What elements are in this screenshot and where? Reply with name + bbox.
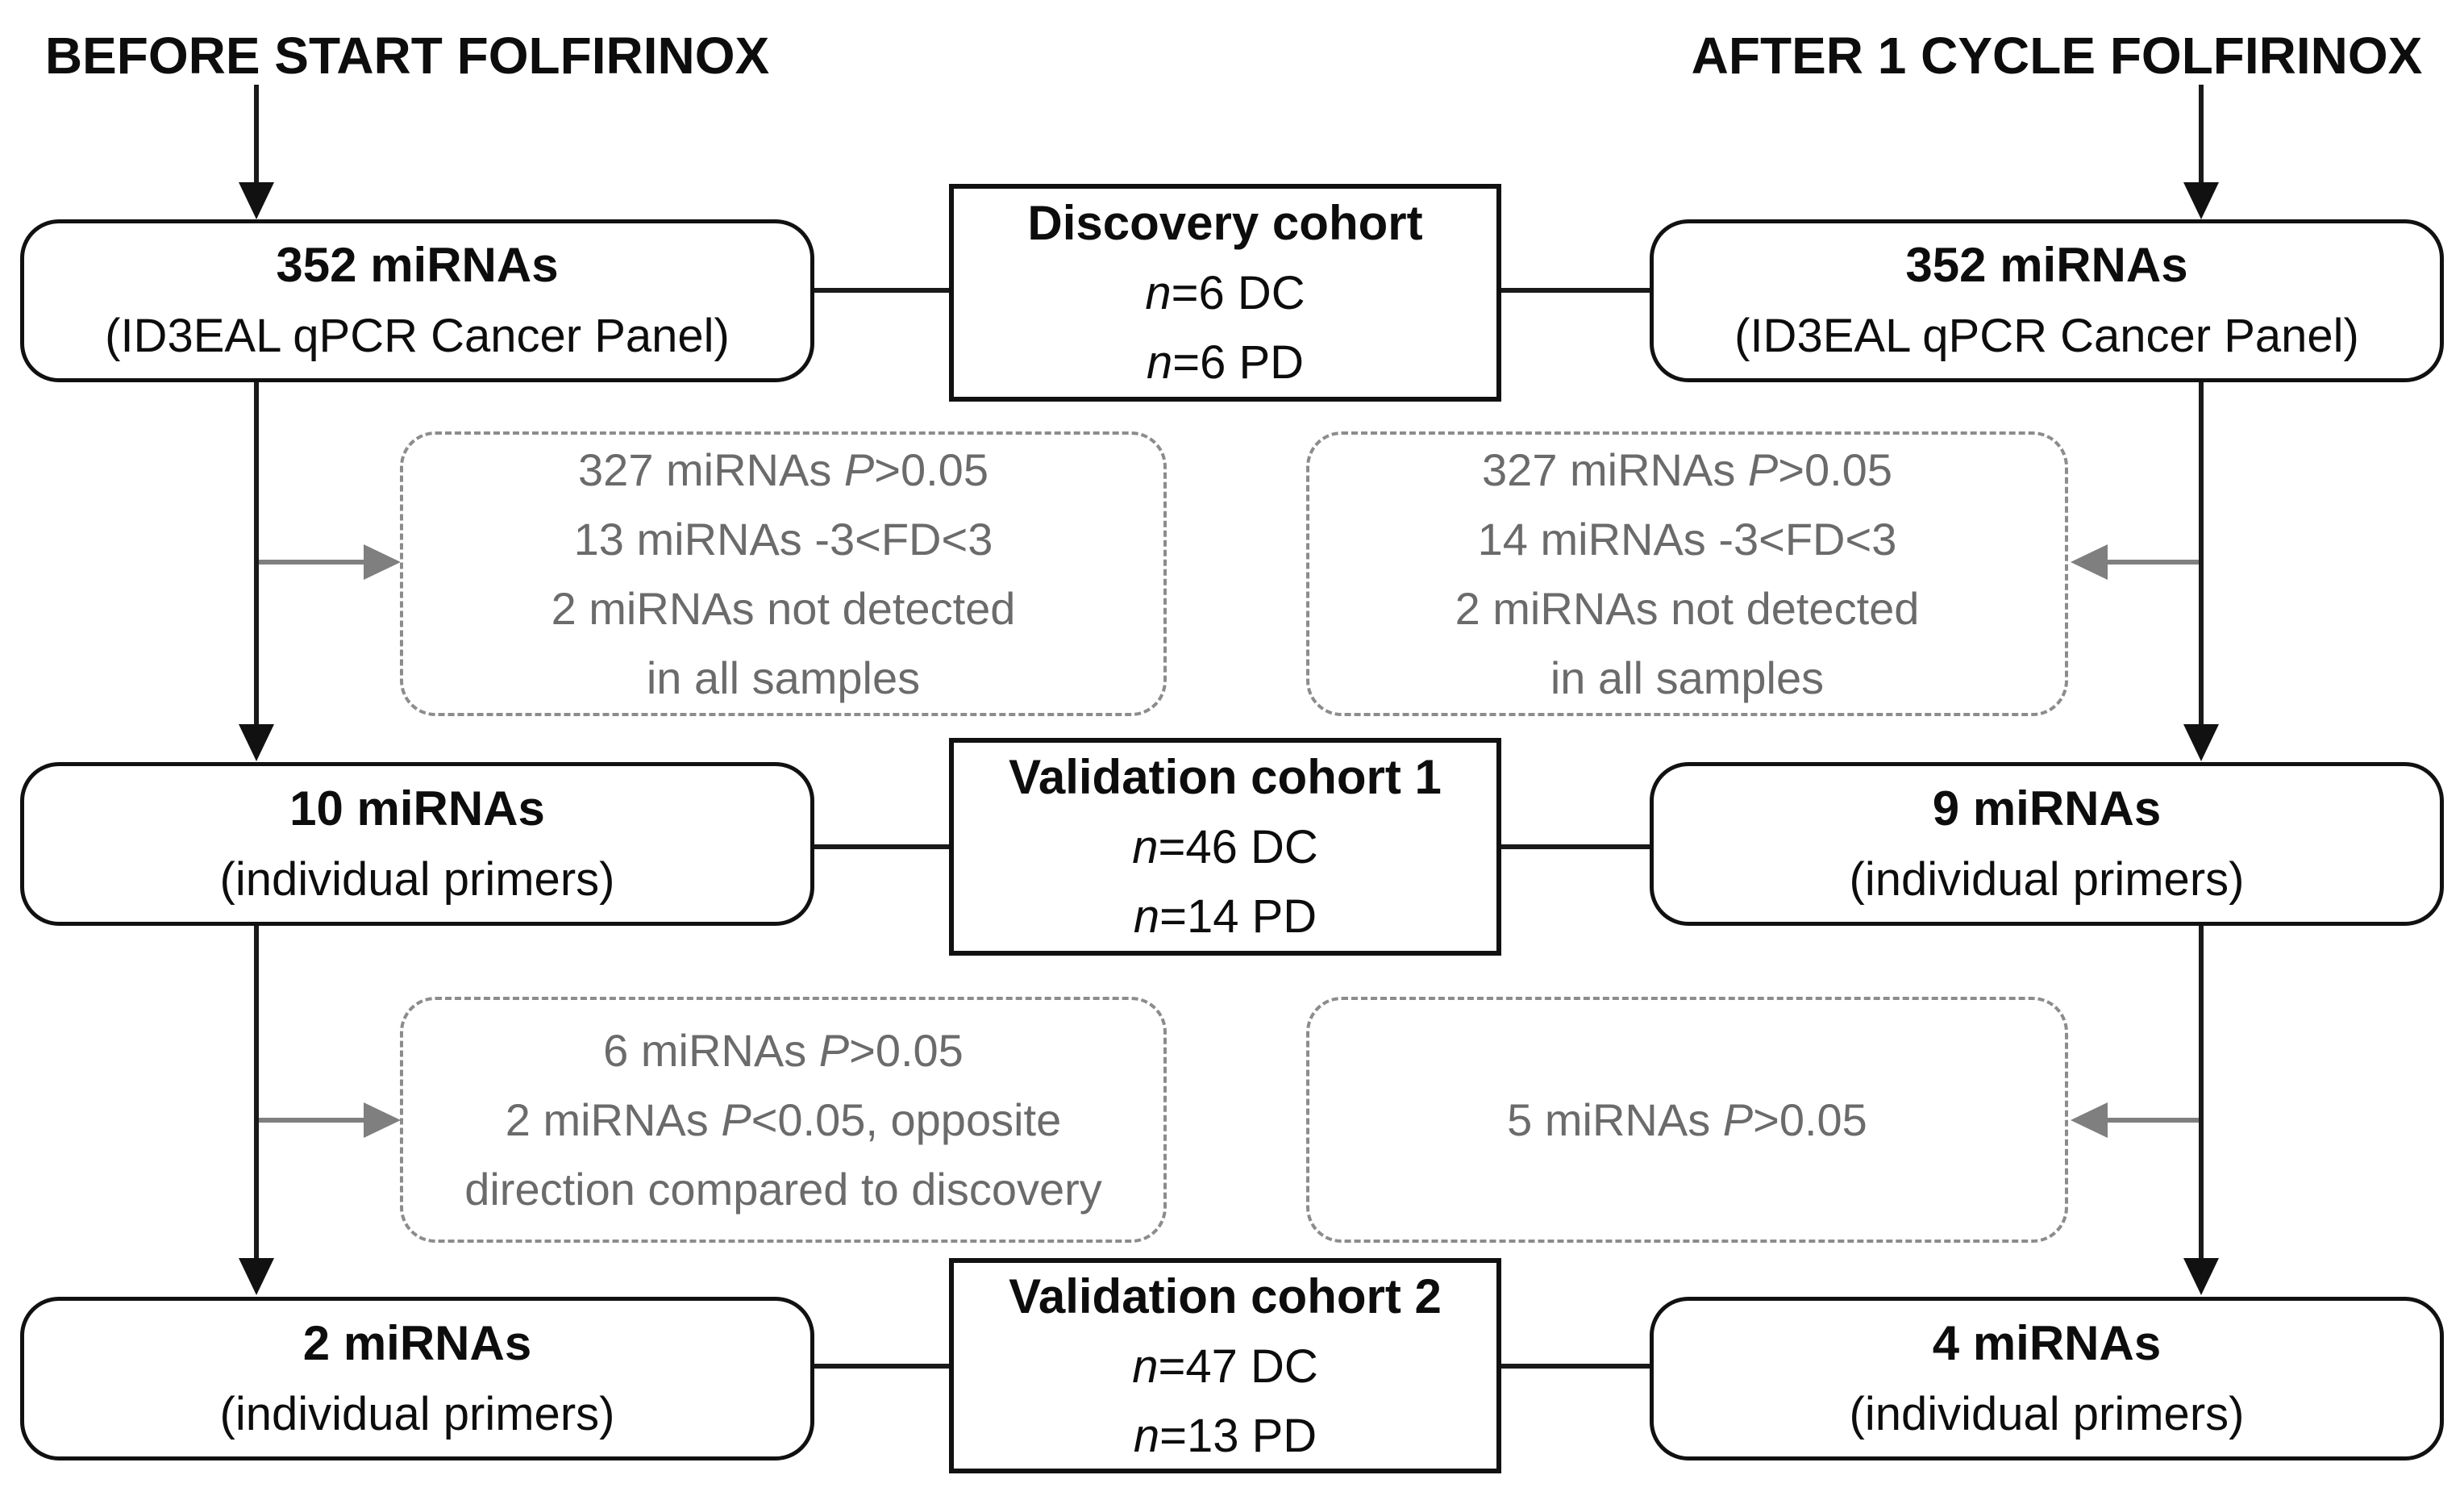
box-before-panel: 352 miRNAs (ID3EAL qPCR Cancer Panel) bbox=[20, 219, 814, 382]
arrow-line-before-row2 bbox=[254, 926, 259, 1260]
connector-row2-left bbox=[814, 844, 949, 849]
connector-row3-right bbox=[1501, 1364, 1650, 1369]
arrow-head-before-row2 bbox=[239, 1258, 274, 1295]
box-subtitle: (individual primers) bbox=[219, 852, 615, 906]
arrow-line-after-row1 bbox=[2199, 382, 2204, 726]
exclusion-validation1-after: 5 miRNAs P>0.05 bbox=[1306, 997, 2068, 1243]
arrow-head-before-row1 bbox=[239, 724, 274, 761]
box-before-validation1: 10 miRNAs (individual primers) bbox=[20, 762, 814, 926]
box-subtitle: (ID3EAL qPCR Cancer Panel) bbox=[105, 310, 730, 362]
arrow-head-after-header bbox=[2183, 182, 2219, 219]
exclusion-line: 6 miRNAs P>0.05 bbox=[603, 1024, 964, 1076]
cohort-n-pd: n=6 PD bbox=[1146, 336, 1305, 389]
arrow-line-exclusion-4 bbox=[2108, 1118, 2199, 1123]
arrow-head-exclusion-2 bbox=[2071, 544, 2108, 580]
connector-row2-right bbox=[1501, 844, 1650, 849]
exclusion-line: direction compared to discovery bbox=[464, 1163, 1102, 1215]
exclusion-validation1-before: 6 miRNAs P>0.05 2 miRNAs P<0.05, opposit… bbox=[400, 997, 1167, 1243]
arrow-line-before-row1 bbox=[254, 382, 259, 726]
connector-row1-right bbox=[1501, 288, 1650, 293]
box-after-panel: 352 miRNAs (ID3EAL qPCR Cancer Panel) bbox=[1650, 219, 2444, 382]
cohort-title: Discovery cohort bbox=[1027, 196, 1423, 250]
exclusion-line: 5 miRNAs P>0.05 bbox=[1507, 1094, 1867, 1145]
cohort-title: Validation cohort 1 bbox=[1009, 750, 1442, 804]
exclusion-line: in all samples bbox=[646, 652, 921, 703]
exclusion-line: 2 miRNAs P<0.05, opposite bbox=[505, 1094, 1062, 1145]
arrow-line-exclusion-2 bbox=[2108, 560, 2199, 565]
exclusion-line: 2 miRNAs not detected bbox=[551, 582, 1016, 634]
box-subtitle: (individual primers) bbox=[1849, 852, 2245, 906]
box-title: 10 miRNAs bbox=[289, 781, 545, 835]
cohort-n-pd: n=13 PD bbox=[1133, 1409, 1317, 1462]
box-title: 352 miRNAs bbox=[276, 238, 559, 292]
arrow-line-before-header bbox=[254, 85, 259, 185]
exclusion-line: 2 miRNAs not detected bbox=[1455, 582, 1920, 634]
arrow-line-after-header bbox=[2199, 85, 2204, 185]
exclusion-line: 327 miRNAs P>0.05 bbox=[1482, 444, 1892, 495]
arrow-line-exclusion-3 bbox=[259, 1118, 364, 1123]
arrow-head-before-header bbox=[239, 182, 274, 219]
cohort-n-dc: n=46 DC bbox=[1132, 821, 1318, 873]
arrow-head-exclusion-1 bbox=[364, 544, 401, 580]
exclusion-discovery-after: 327 miRNAs P>0.05 14 miRNAs -3<FD<3 2 mi… bbox=[1306, 431, 2068, 716]
exclusion-line: 14 miRNAs -3<FD<3 bbox=[1477, 513, 1897, 565]
arrow-line-exclusion-1 bbox=[259, 560, 364, 565]
cohort-n-dc: n=6 DC bbox=[1145, 267, 1305, 319]
box-before-validation2: 2 miRNAs (individual primers) bbox=[20, 1297, 814, 1460]
header-before-folfirinox: BEFORE START FOLFIRINOX bbox=[44, 27, 770, 85]
arrow-head-after-row1 bbox=[2183, 724, 2219, 761]
exclusion-discovery-before: 327 miRNAs P>0.05 13 miRNAs -3<FD<3 2 mi… bbox=[400, 431, 1167, 716]
arrow-head-after-row2 bbox=[2183, 1258, 2219, 1295]
box-title: 9 miRNAs bbox=[1932, 781, 2162, 835]
arrow-line-after-row2 bbox=[2199, 926, 2204, 1260]
box-validation-cohort-2: Validation cohort 2 n=47 DC n=13 PD bbox=[949, 1258, 1501, 1473]
exclusion-line: 13 miRNAs -3<FD<3 bbox=[573, 513, 993, 565]
box-discovery-cohort: Discovery cohort n=6 DC n=6 PD bbox=[949, 184, 1501, 402]
cohort-n-pd: n=14 PD bbox=[1133, 890, 1317, 943]
exclusion-line: in all samples bbox=[1550, 652, 1825, 703]
box-title: 4 miRNAs bbox=[1932, 1315, 2162, 1370]
header-after-folfirinox: AFTER 1 CYCLE FOLFIRINOX bbox=[1691, 27, 2423, 85]
box-title: 352 miRNAs bbox=[1905, 238, 2188, 292]
box-after-validation2: 4 miRNAs (individual primers) bbox=[1650, 1297, 2444, 1460]
connector-row1-left bbox=[814, 288, 949, 293]
box-subtitle: (ID3EAL qPCR Cancer Panel) bbox=[1734, 310, 2359, 362]
box-validation-cohort-1: Validation cohort 1 n=46 DC n=14 PD bbox=[949, 738, 1501, 956]
exclusion-line: 327 miRNAs P>0.05 bbox=[578, 444, 989, 495]
connector-row3-left bbox=[814, 1364, 949, 1369]
cohort-n-dc: n=47 DC bbox=[1132, 1340, 1318, 1393]
box-after-validation1: 9 miRNAs (individual primers) bbox=[1650, 762, 2444, 926]
box-subtitle: (individual primers) bbox=[219, 1387, 615, 1440]
cohort-title: Validation cohort 2 bbox=[1009, 1269, 1442, 1323]
box-subtitle: (individual primers) bbox=[1849, 1387, 2245, 1440]
box-title: 2 miRNAs bbox=[302, 1315, 532, 1370]
arrow-head-exclusion-4 bbox=[2071, 1102, 2108, 1138]
arrow-head-exclusion-3 bbox=[364, 1102, 401, 1138]
